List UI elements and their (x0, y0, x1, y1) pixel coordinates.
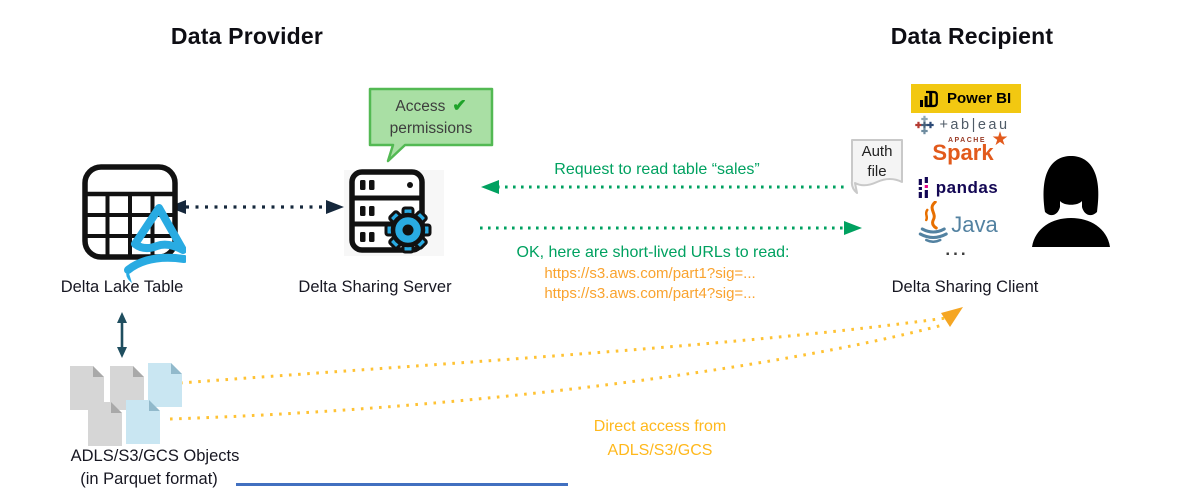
bubble-line1: Access (395, 98, 446, 115)
delta-sharing-server-icon (344, 169, 444, 256)
tableau-logo: +ab|eau (914, 115, 1009, 135)
pandas-bars-icon (918, 177, 928, 198)
provider-title: Data Provider (170, 23, 324, 49)
delta-lake-table-label: Delta Lake Table (60, 278, 184, 296)
delta-sharing-server-label: Delta Sharing Server (298, 278, 452, 296)
tableau-label: +ab|eau (939, 117, 1010, 133)
file-blue-1 (148, 363, 182, 407)
powerbi-bar-chart-icon (920, 90, 938, 107)
cropped-bottom-line (236, 483, 568, 486)
file-gray-1 (70, 366, 104, 410)
java-coffee-cup-icon (918, 201, 948, 243)
direct-access-line1: Direct access from (593, 418, 727, 435)
direct-access-path-1 (179, 316, 947, 385)
more-clients-ellipsis: ... (945, 240, 969, 259)
spark-star-icon: ★ (991, 129, 1009, 150)
direct-access-path-2 (169, 323, 944, 421)
parquet-file-icons (70, 363, 182, 446)
auth-file-icon (850, 139, 903, 194)
spark-label: Spark (932, 140, 994, 165)
request-arrowhead (481, 180, 499, 194)
response-message: OK, here are short-lived URLs to read: (516, 244, 790, 261)
table-files-arrowhead-up (117, 312, 127, 323)
file-blue-2 (126, 400, 160, 444)
signed-url-2: https://s3.aws.com/part4?sig=... (544, 285, 756, 302)
java-label: Java (951, 212, 998, 237)
signed-url-1: https://s3.aws.com/part1?sig=... (544, 265, 756, 282)
response-arrowhead (844, 221, 862, 235)
auth-file-line1: Auth (861, 143, 893, 160)
storage-objects-label-line1: ADLS/S3/GCS Objects (70, 447, 240, 465)
direct-access-line2: ADLS/S3/GCS (607, 442, 713, 459)
pandas-logo: pandas (918, 177, 999, 199)
access-permissions-text: Access ✔ permissions (370, 94, 492, 139)
request-message: Request to read table “sales” (554, 161, 760, 178)
gear-icon (384, 206, 432, 254)
delta-lake-table-icon (82, 164, 186, 283)
file-gray-2 (110, 366, 144, 410)
delta-sharing-client-label: Delta Sharing Client (891, 278, 1039, 296)
bubble-line2: permissions (389, 119, 473, 137)
access-permissions-bubble (368, 87, 494, 163)
auth-file-line2: file (867, 163, 887, 181)
java-logo: Java (914, 201, 998, 243)
checkmark-icon: ✔ (452, 96, 467, 115)
pandas-label: pandas (935, 178, 999, 197)
spark-apache-label: APACHE (947, 137, 987, 144)
delta-lake-logo-icon (124, 204, 186, 283)
tableau-plus-cluster-icon (915, 115, 934, 135)
powerbi-label: Power BI (947, 90, 1012, 107)
powerbi-badge: Power BI (911, 84, 1021, 113)
auth-file-text: Auth file (849, 142, 905, 183)
storage-objects-label-line2: (in Parquet format) (80, 470, 218, 488)
direct-access-arrowhead (941, 307, 963, 327)
person-silhouette-icon (1032, 156, 1110, 247)
spark-logo: APACHE Spark ★ (932, 129, 1008, 165)
recipient-title: Data Recipient (890, 23, 1054, 49)
file-gray-3 (88, 402, 122, 446)
